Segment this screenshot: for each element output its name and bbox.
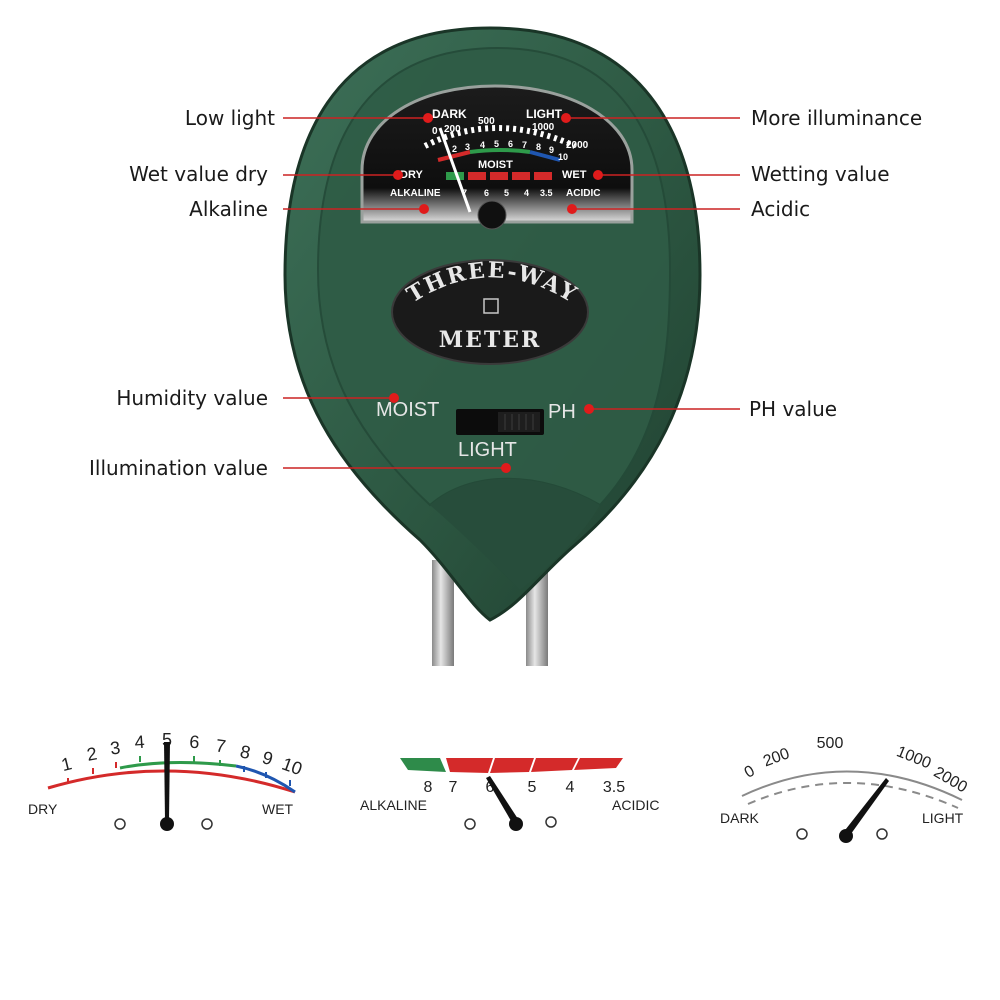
moisture-tick-label: 6 (189, 732, 200, 753)
moisture-tick-label: 4 (134, 732, 145, 753)
ph-left-screw (464, 818, 476, 830)
mode-switch[interactable] (456, 409, 544, 435)
dial-ph-tick: 6 (484, 188, 489, 198)
dial-moist-tick: 8 (536, 142, 541, 152)
dial-dark-label: DARK (432, 107, 467, 121)
ph-right-screw (545, 816, 557, 828)
moisture-tick-label: 2 (85, 743, 98, 764)
dial-moist-tick: 7 (522, 140, 527, 150)
probe-left (432, 560, 454, 666)
dial-light-tick: 500 (478, 116, 495, 127)
light-needle (842, 778, 889, 838)
dial-ph-tick: 7 (462, 188, 467, 198)
light-tick-label: 0 (742, 762, 758, 781)
callout-ph-value: PH value (749, 397, 837, 421)
meter-dial: DARK LIGHT 0 200 500 1000 2000 DRY WET M… (360, 84, 634, 230)
dial-light-label: LIGHT (526, 107, 563, 121)
dial-moist-tick: 4 (480, 140, 485, 150)
switch-moist-label: MOIST (376, 399, 439, 421)
moisture-right-screw (201, 818, 213, 830)
dial-light-tick: 1000 (532, 122, 555, 133)
ph-alkaline-label: ALKALINE (360, 797, 427, 813)
light-left-screw (796, 828, 808, 840)
ph-tick-label: 3.5 (603, 779, 625, 796)
ph-tick-label: 8 (424, 779, 433, 796)
ph-tick-label: 7 (449, 779, 458, 796)
light-tick-label: 1000 (894, 743, 933, 772)
badge-line2: METER (439, 327, 542, 353)
light-dark-label: DARK (720, 810, 760, 826)
moisture-tick-label: 7 (214, 735, 227, 756)
dial-moist-label: MOIST (478, 159, 513, 171)
callout-lines (283, 117, 740, 469)
moisture-dry-label: DRY (28, 801, 58, 817)
three-way-meter-badge: THREE-WAY METER (391, 257, 589, 365)
light-tick-label: 200 (761, 745, 792, 770)
ph-tick-label: 4 (566, 779, 575, 796)
dial-alkaline-label: ALKALINE (390, 188, 441, 199)
moisture-wet-label: WET (262, 801, 294, 817)
dial-ph-tick: 5 (504, 188, 509, 198)
callout-more-illuminance: More illuminance (751, 106, 922, 130)
ph-needle (486, 776, 520, 826)
dial-ph-tick: 3.5 (540, 188, 553, 198)
dial-light-tick: 200 (444, 124, 461, 135)
dial-moist-tick: 3 (465, 142, 470, 152)
moisture-tick-label: 5 (162, 730, 172, 750)
light-tick-label: 2000 (931, 764, 970, 797)
ph-tick-label: 6 (486, 779, 495, 796)
callout-acidic: Acidic (751, 197, 810, 221)
moisture-tick-label: 10 (279, 754, 305, 780)
dial-dry-label: DRY (400, 169, 423, 181)
light-tick-label: 500 (817, 735, 844, 752)
moisture-tick-label: 1 (59, 753, 74, 775)
callout-dots (389, 113, 603, 473)
moisture-tick-label: 8 (238, 741, 252, 763)
dial-acidic-label: ACIDIC (566, 188, 600, 199)
dial-moist-ticks: 2 3 4 5 6 7 8 9 10 (452, 139, 568, 162)
badge-center-icon (483, 298, 499, 314)
dial-light-tick: 2000 (566, 140, 589, 151)
callout-low-light: Low light (185, 106, 275, 130)
ph-tick-label: 5 (528, 779, 537, 796)
moisture-left-screw (114, 818, 126, 830)
switch-ph-label: PH (548, 401, 576, 423)
switch-light-label: LIGHT (458, 439, 517, 461)
dial-moist-tick: 2 (452, 144, 457, 154)
callout-wet-value-dry: Wet value dry (129, 162, 268, 186)
dial-light-tick: 0 (432, 126, 438, 137)
dial-moist-tick: 9 (549, 145, 554, 155)
moisture-tick-label: 9 (260, 747, 275, 769)
callout-wetting-value: Wetting value (751, 162, 890, 186)
callout-alkaline: Alkaline (189, 197, 268, 221)
dial-moist-tick: 10 (558, 152, 568, 162)
dial-ph-ticks: 7 6 5 4 3.5 (462, 188, 553, 198)
dial-moist-tick: 6 (508, 139, 513, 149)
light-light-label: LIGHT (922, 810, 964, 826)
moisture-tick-label: 3 (109, 738, 121, 759)
dial-wet-label: WET (562, 169, 587, 181)
ph-acidic-label: ACIDIC (612, 797, 659, 813)
light-right-screw (876, 828, 888, 840)
dial-ph-tick: 4 (524, 188, 529, 198)
dial-moist-tick: 5 (494, 139, 499, 149)
moisture-needle (164, 742, 170, 820)
callout-illumination-value: Illumination value (89, 456, 268, 480)
callout-humidity-value: Humidity value (116, 386, 268, 410)
